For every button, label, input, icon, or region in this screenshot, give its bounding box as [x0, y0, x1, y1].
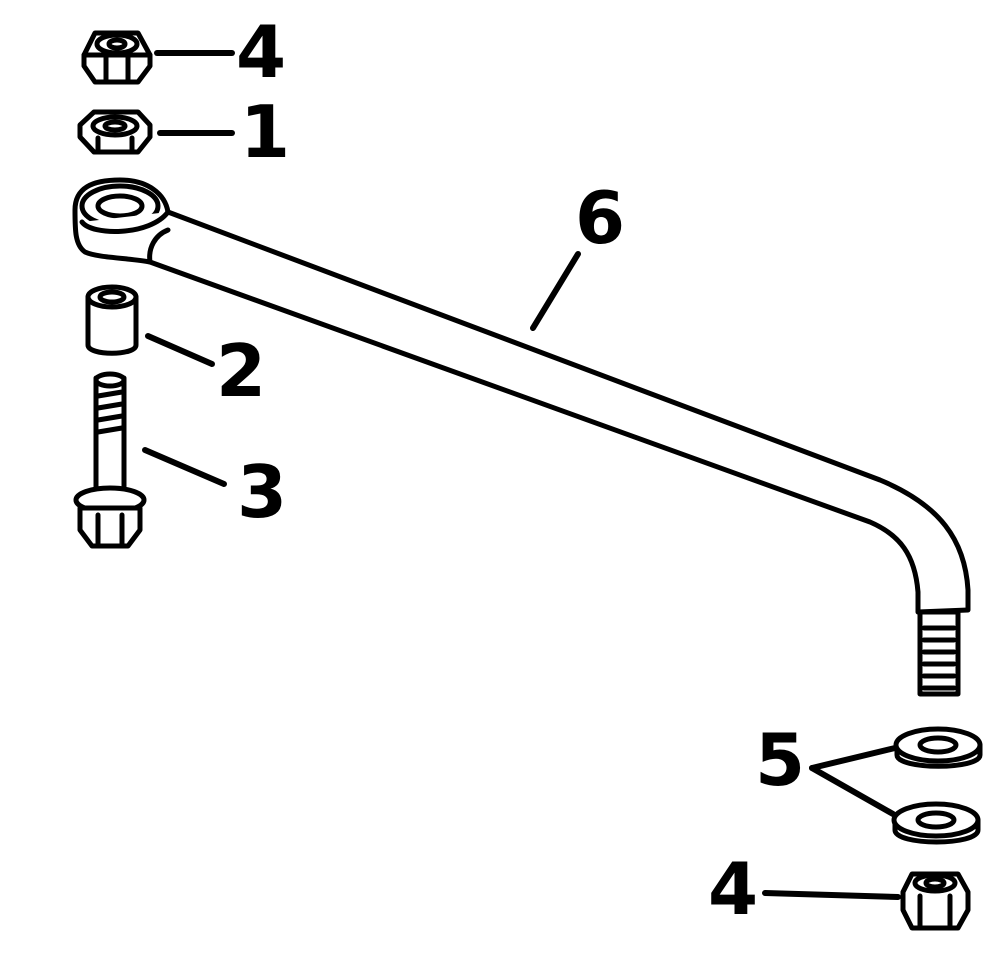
hex-nut-thin: [77, 109, 153, 155]
callout-washers: 5: [755, 718, 805, 802]
link-rod: [72, 177, 971, 697]
leader-bushing: [145, 333, 215, 367]
callout-nut-thin: 1: [240, 90, 290, 174]
leader-bolt: [142, 447, 227, 487]
bushing: [85, 284, 139, 356]
leader-washer-lower: [809, 765, 896, 817]
callout-bushing: 2: [216, 329, 266, 413]
washer-lower: [891, 801, 981, 845]
leader-washer-upper: [809, 745, 898, 771]
leader-link-rod: [530, 251, 581, 331]
locknut-bottom: [900, 871, 971, 931]
callout-link-rod: 6: [575, 176, 625, 260]
callout-nut-bottom: 4: [708, 847, 758, 931]
leader-nut-bottom: [762, 890, 901, 900]
flange-bolt: [73, 371, 147, 549]
locknut-top: [81, 30, 153, 85]
washer-upper: [893, 726, 983, 769]
callout-bolt: 3: [237, 450, 287, 534]
callout-nut-top: 4: [236, 10, 286, 94]
